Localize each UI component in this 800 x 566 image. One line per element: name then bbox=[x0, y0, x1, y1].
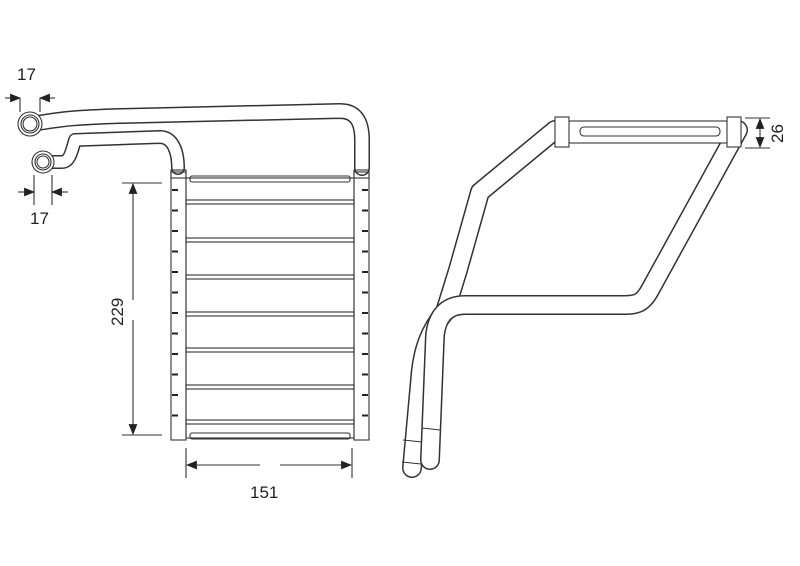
core-plate bbox=[185, 237, 355, 243]
core-height-label: 229 bbox=[108, 298, 127, 326]
core-plate bbox=[185, 419, 355, 425]
front-view-pipes bbox=[17, 103, 370, 176]
core-width-label: 151 bbox=[250, 483, 278, 502]
core-plate bbox=[185, 311, 355, 317]
core-depth-label: 26 bbox=[768, 124, 787, 143]
side-view-pipes bbox=[401, 116, 748, 478]
outlet-diameter-label: 17 bbox=[30, 209, 49, 228]
core-plate bbox=[185, 384, 355, 390]
core-plate bbox=[185, 274, 355, 280]
core-plate bbox=[185, 199, 355, 205]
heater-core-front bbox=[170, 169, 370, 441]
inlet-diameter-label: 17 bbox=[17, 65, 36, 84]
dimension-lines bbox=[5, 93, 770, 478]
core-plate bbox=[185, 347, 355, 353]
